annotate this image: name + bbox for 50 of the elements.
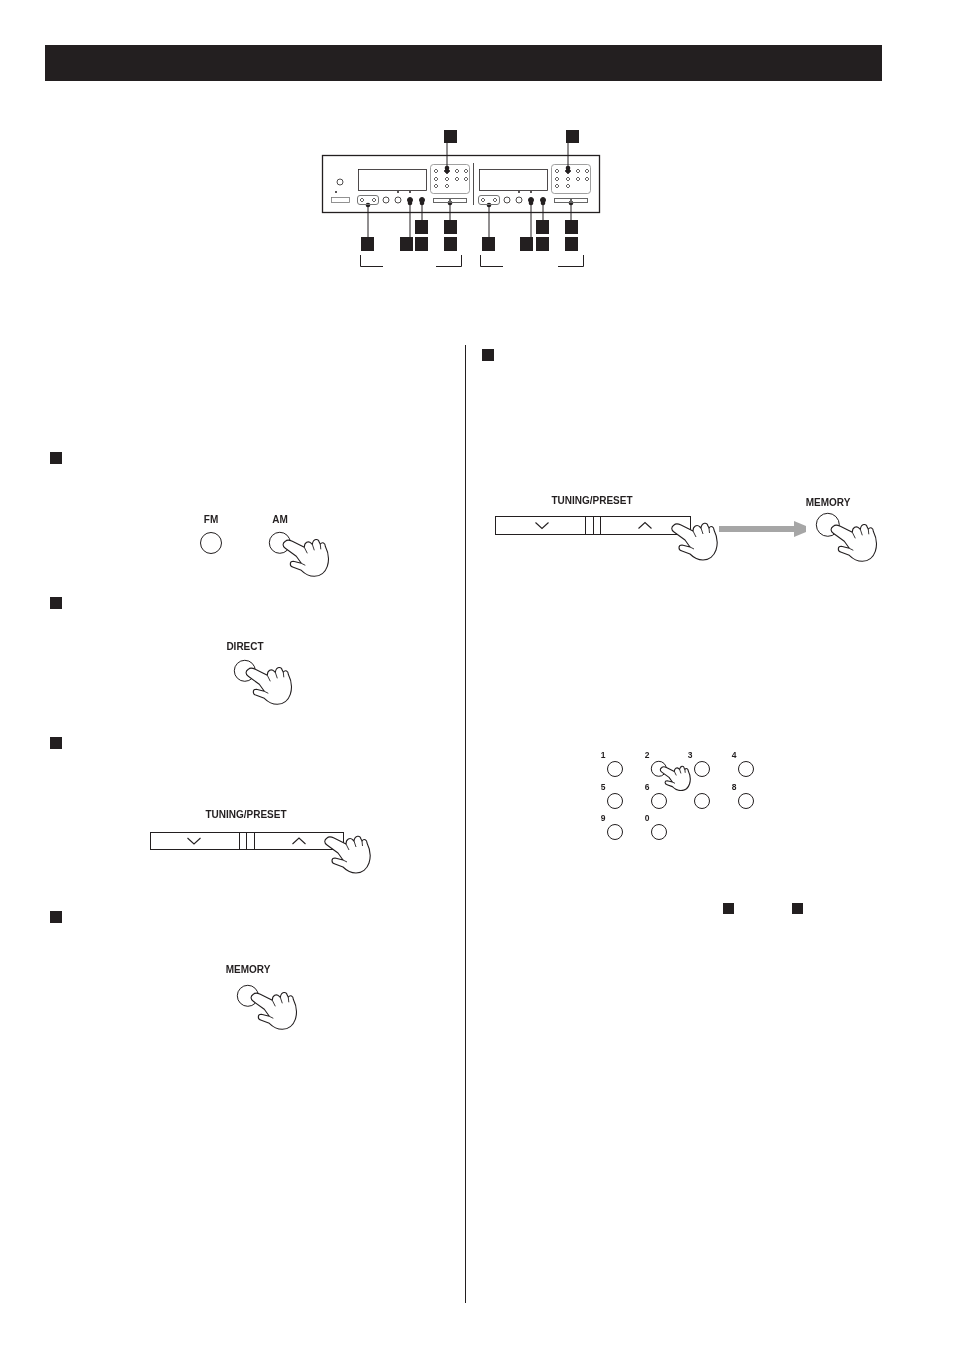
key-label: 2 bbox=[644, 749, 650, 760]
key-label: 1 bbox=[600, 749, 606, 760]
key-label: 5 bbox=[600, 781, 606, 792]
leader-line bbox=[407, 200, 413, 238]
callout-marker bbox=[444, 130, 457, 143]
callout-marker bbox=[536, 237, 549, 251]
key-label: 6 bbox=[644, 781, 650, 792]
slider-bar bbox=[554, 198, 588, 203]
callout-marker bbox=[565, 237, 578, 251]
leader-line bbox=[540, 200, 546, 221]
leader-line bbox=[419, 200, 425, 221]
callout-marker bbox=[520, 237, 533, 251]
leader-line bbox=[565, 142, 571, 171]
button-label: TUNING/PRESET bbox=[551, 494, 633, 506]
callout-marker bbox=[565, 220, 578, 234]
panel-button bbox=[540, 197, 546, 203]
button-label: AM bbox=[272, 513, 288, 525]
key-label: 0 bbox=[644, 812, 650, 823]
slider-bar bbox=[433, 198, 467, 203]
button-label: MEMORY bbox=[225, 963, 271, 975]
leader-line bbox=[486, 202, 492, 238]
callout-marker bbox=[400, 237, 413, 251]
key-label: 8 bbox=[731, 781, 737, 792]
button-pair-frame bbox=[478, 195, 500, 205]
callout-marker bbox=[444, 237, 457, 251]
button-pair-frame bbox=[357, 195, 379, 205]
button-label: TUNING/PRESET bbox=[205, 808, 287, 820]
callout-marker bbox=[566, 130, 579, 143]
callout-marker bbox=[482, 237, 495, 251]
callout-marker bbox=[415, 220, 428, 234]
leader-line bbox=[365, 202, 371, 238]
button-label: MEMORY bbox=[805, 496, 851, 508]
key-label: 4 bbox=[731, 749, 737, 760]
key-label: 9 bbox=[600, 812, 606, 823]
key-button bbox=[565, 168, 571, 174]
leader-line bbox=[447, 200, 453, 221]
callout-marker bbox=[444, 220, 457, 234]
panel-button bbox=[407, 197, 413, 203]
callout-marker bbox=[361, 237, 374, 251]
leader-line bbox=[444, 142, 450, 171]
button-label: FM bbox=[203, 513, 219, 525]
leader-line bbox=[568, 200, 574, 221]
key-label: 3 bbox=[687, 749, 693, 760]
panel-button bbox=[419, 197, 425, 203]
button-label: DIRECT bbox=[226, 640, 264, 652]
callout-marker bbox=[415, 237, 428, 251]
panel-button bbox=[528, 197, 534, 203]
key-button bbox=[444, 168, 450, 174]
leader-line bbox=[528, 200, 534, 238]
callout-marker bbox=[536, 220, 549, 234]
